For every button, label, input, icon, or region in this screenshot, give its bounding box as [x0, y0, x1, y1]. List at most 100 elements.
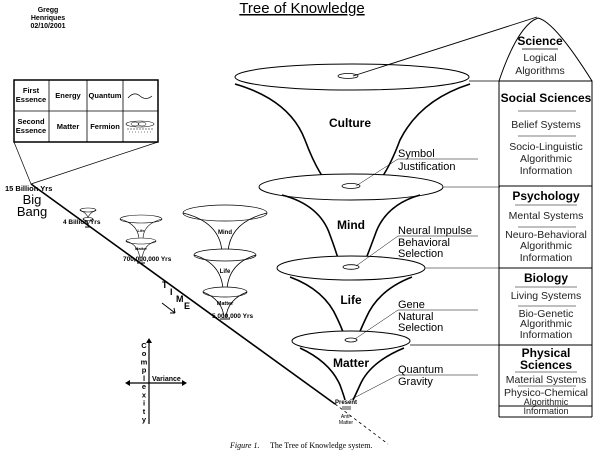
panel-text: Algorithmic: [520, 240, 572, 252]
joint-label: Natural: [398, 311, 433, 323]
cone-4-billion: [79, 207, 97, 228]
time-letter: E: [184, 301, 190, 311]
cone-label: Mind: [337, 218, 365, 232]
joint-point-neural: Neural Impulse Behavioral Selection: [355, 225, 478, 267]
figure-caption-label: Figure 1.: [229, 441, 259, 450]
time-arrow-icon: [161, 302, 176, 314]
anti-matter-dashed-line: [334, 403, 389, 445]
author-last-name: Henriques: [31, 15, 65, 22]
time-direction-label: T I M E: [161, 280, 190, 314]
panel-heading: Physical: [522, 346, 571, 360]
anti-matter-label: Anti-: [341, 414, 352, 420]
cone-culture: Culture: [234, 63, 471, 191]
small-cone-label: Matter: [217, 301, 234, 307]
author-first-name: Gregg: [38, 7, 59, 14]
present-marker: [342, 406, 351, 410]
complexity-letter: p: [142, 366, 147, 375]
panels-frame: [498, 80, 593, 407]
panel-biology: Biology Living Systems Bio-Genetic Algor…: [511, 271, 582, 341]
complexity-letter: y: [142, 415, 147, 424]
panel-text: Information: [520, 165, 573, 177]
panel-heading: Biology: [524, 271, 568, 285]
arrowhead-icon: [182, 380, 187, 386]
big-bang-label: Big: [23, 192, 42, 207]
science-connector-line: [352, 16, 538, 77]
joint-label: Gene: [398, 299, 425, 311]
big-bang-time: 15 Billion Yrs: [5, 184, 52, 193]
panel-text: Information: [520, 329, 573, 341]
panel-text: Information: [520, 252, 573, 264]
essence-label: First: [23, 86, 40, 95]
panel-science: Science Logical Algorithms: [498, 17, 593, 82]
complexity-letter: l: [143, 374, 145, 383]
joint-label: Selection: [398, 322, 443, 334]
joint-label: Quantum: [398, 364, 443, 376]
panel-text: Living Systems: [511, 290, 582, 302]
panel-text: Bio-Genetic: [519, 308, 574, 320]
time-marker-4-billion: 4 Billion Yrs: [63, 219, 101, 226]
joint-label: Selection: [398, 248, 443, 260]
zoom-line: [13, 141, 32, 185]
complexity-letter: x: [142, 390, 147, 399]
panel-text: Socio-Linguistic: [509, 141, 583, 153]
panel-text: Logical: [523, 52, 556, 64]
zoom-line: [30, 141, 159, 185]
essence-label: Essence: [16, 126, 46, 135]
complexity-letter: i: [143, 399, 145, 408]
small-cone-label: Mind: [218, 230, 232, 236]
complexity-letter: t: [143, 407, 146, 416]
panel-text: Mental Systems: [509, 210, 584, 222]
panel-text: Algorithmic: [520, 318, 572, 330]
time-axis-line: [30, 183, 336, 405]
essence-label: Essence: [16, 95, 46, 104]
panel-heading: Social Sciences: [501, 91, 592, 105]
time-letter: T: [162, 280, 168, 290]
complexity-letter: C: [141, 341, 147, 350]
time-marker-5-million: 5,000,000 Yrs: [212, 313, 253, 320]
time-marker-700-million: 700,000,000 Yrs: [123, 256, 172, 263]
arrowhead-icon: [125, 380, 130, 386]
joint-point-gene: Gene Natural Selection: [354, 299, 478, 340]
small-cone-label: Life: [220, 269, 231, 275]
cone-5-million: Mind Life Matter: [182, 204, 268, 320]
essence-table: First Essence Energy Quantum Second Esse…: [13, 79, 159, 185]
panel-social-sciences: Social Sciences Belief Systems Socio-Lin…: [501, 91, 592, 177]
small-cone-label: Matter: [135, 246, 147, 251]
cone-life: Life: [276, 255, 426, 341]
essence-substance: Energy: [55, 91, 81, 100]
essence-label: Second: [17, 117, 45, 126]
panel-text: Algorithmic: [520, 153, 572, 165]
table-row: First Essence Energy Quantum: [16, 86, 153, 104]
panel-text: Algorithms: [515, 65, 565, 77]
essence-unit: Quantum: [89, 91, 122, 100]
complexity-letter: m: [141, 357, 148, 366]
panel-text: Physico-Chemical: [504, 387, 588, 399]
arrowhead-icon: [146, 338, 152, 343]
essence-unit: Fermion: [90, 122, 120, 131]
atom-orbit-icon: [125, 120, 155, 133]
panel-text: Belief Systems: [511, 119, 580, 131]
time-letter: I: [170, 287, 173, 297]
complexity-letter: o: [142, 349, 147, 358]
joint-label: Gravity: [398, 376, 433, 388]
cone-label: Culture: [329, 116, 371, 130]
panel-text: Algorithmic: [524, 397, 569, 407]
joint-label: Behavioral: [398, 237, 450, 249]
cone-label: Life: [340, 293, 362, 307]
table-row: Second Essence Matter Fermion: [16, 117, 155, 135]
time-letter: M: [176, 294, 184, 304]
essence-substance: Matter: [57, 122, 80, 131]
cone-label: Matter: [333, 356, 369, 370]
panel-text: Information: [523, 406, 568, 416]
diagram-title: Tree of Knowledge: [239, 0, 364, 17]
wave-icon: [127, 93, 153, 99]
author-date: 02/10/2001: [30, 23, 65, 30]
complexity-letter: e: [142, 382, 146, 391]
panel-psychology: Psychology Mental Systems Neuro-Behavior…: [505, 189, 587, 264]
joint-point-quantum: Quantum Gravity: [349, 364, 478, 401]
joint-label: Justification: [398, 161, 455, 173]
panel-text: Neuro-Behavioral: [505, 229, 587, 241]
